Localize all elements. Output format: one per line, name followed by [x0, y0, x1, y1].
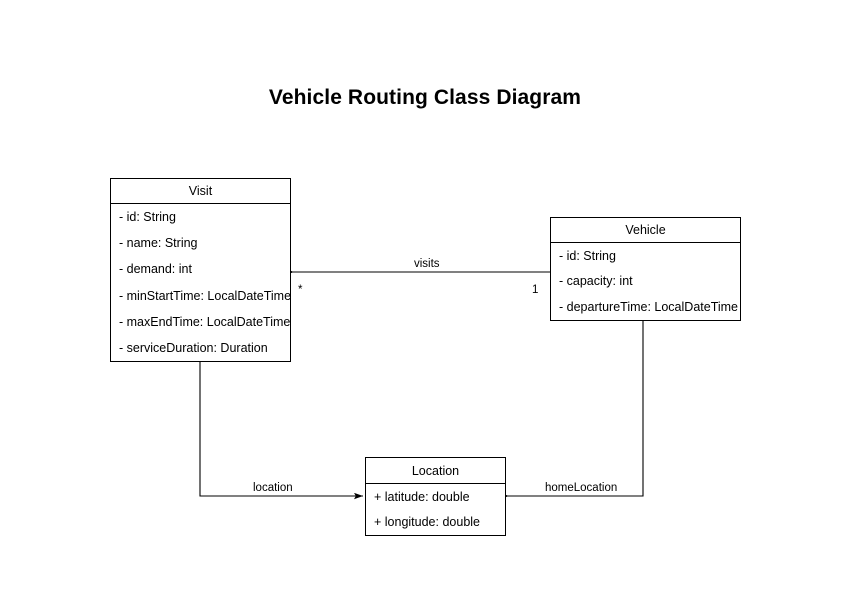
- page-title: Vehicle Routing Class Diagram: [268, 86, 582, 109]
- uml-attributes-location: + latitude: double + longitude: double: [366, 484, 505, 535]
- uml-attribute: - capacity: int: [559, 274, 633, 289]
- uml-attribute: - serviceDuration: Duration: [119, 340, 268, 355]
- multiplicity-vehicle: 1: [532, 284, 539, 296]
- edge-label-location: location: [253, 482, 293, 494]
- uml-class-visit[interactable]: Visit - id: String - name: String - dema…: [110, 178, 291, 362]
- uml-attribute: - id: String: [559, 248, 616, 263]
- uml-class-name-vehicle: Vehicle: [551, 218, 740, 243]
- edge-label-home-location: homeLocation: [545, 482, 618, 494]
- uml-attribute: - maxEndTime: LocalDateTime: [119, 314, 291, 329]
- uml-attribute: - name: String: [119, 236, 198, 251]
- edge-location: [199, 362, 363, 500]
- multiplicity-visit: *: [298, 284, 303, 296]
- uml-attributes-visit: - id: String - name: String - demand: in…: [111, 204, 292, 361]
- edge-label-visits: visits: [414, 258, 440, 270]
- uml-attribute: + latitude: double: [374, 489, 470, 504]
- uml-class-location[interactable]: Location + latitude: double + longitude:…: [365, 457, 506, 536]
- uml-attributes-vehicle: - id: String - capacity: int - departure…: [551, 243, 740, 320]
- uml-class-vehicle[interactable]: Vehicle - id: String - capacity: int - d…: [550, 217, 741, 321]
- uml-class-name-visit: Visit: [111, 179, 290, 204]
- uml-attribute: - departureTime: LocalDateTime: [559, 300, 739, 315]
- uml-attribute: - minStartTime: LocalDateTime: [119, 288, 292, 303]
- uml-attribute: + longitude: double: [374, 515, 480, 530]
- uml-class-name-location: Location: [366, 458, 505, 484]
- edge-home-location: [500, 321, 644, 500]
- uml-attribute: - demand: int: [119, 262, 192, 277]
- uml-attribute: - id: String: [119, 210, 176, 225]
